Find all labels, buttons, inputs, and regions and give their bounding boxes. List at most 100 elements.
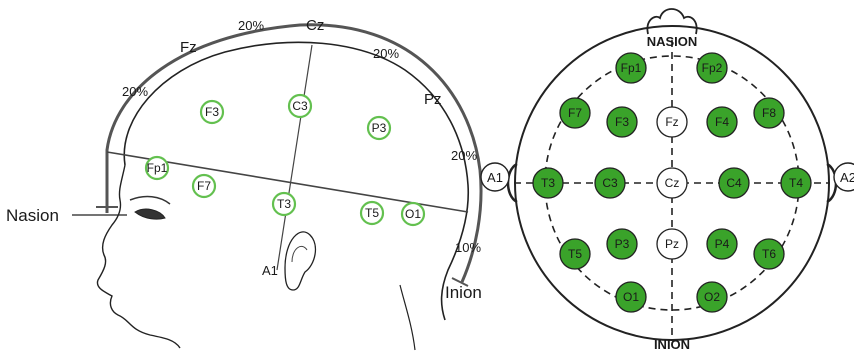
percent-label: 20%	[122, 84, 148, 99]
ear-marker-a1	[480, 162, 510, 192]
electrode-disc	[594, 167, 626, 199]
eye-shape	[134, 208, 166, 220]
electrode-label: C3	[602, 176, 618, 190]
electrode-disc	[606, 228, 638, 260]
electrode-disc	[656, 228, 688, 260]
electrode-label: Pz	[665, 237, 679, 251]
electrode-fp1: Fp1	[615, 52, 647, 84]
electrode-label: O1	[405, 207, 421, 221]
electrode-label: P3	[615, 237, 630, 251]
electrode-f7: F7	[191, 173, 217, 199]
electrode-p4: P4	[706, 228, 738, 260]
electrode-label: Fp2	[702, 61, 723, 75]
nose-shape	[646, 8, 698, 35]
electrode-label: C4	[726, 176, 742, 190]
ear-label-a1: A1	[262, 263, 278, 278]
electrode-fz: Fz	[656, 106, 688, 138]
midline-label-cz: Cz	[306, 17, 324, 34]
electrode-ring	[287, 93, 313, 119]
electrode-f3: F3	[199, 99, 225, 125]
electrode-o1: O1	[615, 281, 647, 313]
electrode-ring	[144, 155, 170, 181]
electrode-t5: T5	[359, 200, 385, 226]
electrode-cz: Cz	[656, 167, 688, 199]
electrode-disc	[706, 106, 738, 138]
inion-label: INION	[654, 337, 690, 352]
ear-shape	[284, 231, 317, 291]
face-profile	[96, 164, 181, 349]
electrode-label: T6	[762, 247, 776, 261]
electrode-disc	[696, 52, 728, 84]
electrode-disc	[780, 167, 812, 199]
electrode-label: F3	[205, 105, 219, 119]
electrode-disc	[559, 97, 591, 129]
percent-label: 20%	[238, 18, 264, 33]
electrode-label: P4	[715, 237, 730, 251]
electrode-o2: O2	[696, 281, 728, 313]
electrode-disc	[753, 238, 785, 270]
electrode-fp2: Fp2	[696, 52, 728, 84]
electrode-label: Fz	[665, 115, 678, 129]
electrode-label: T5	[365, 206, 379, 220]
brow-shape	[129, 195, 171, 205]
electrode-p3: P3	[366, 115, 392, 141]
ear-marker-a2	[833, 162, 854, 192]
electrode-disc	[615, 281, 647, 313]
neck-line	[399, 284, 416, 351]
inion-label: Inion	[445, 283, 482, 302]
electrode-f7: F7	[559, 97, 591, 129]
electrode-ring	[400, 201, 426, 227]
electrode-disc	[696, 281, 728, 313]
electrode-disc	[615, 52, 647, 84]
electrode-c3: C3	[287, 93, 313, 119]
electrode-f8: F8	[753, 97, 785, 129]
electrode-label: Fp1	[621, 61, 642, 75]
electrode-label: Fp1	[147, 161, 168, 175]
midline-label-pz: Pz	[424, 91, 442, 108]
electrode-t6: T6	[753, 238, 785, 270]
head-profile-outline	[123, 41, 470, 321]
electrode-label: F7	[197, 179, 211, 193]
electrode-ring	[199, 99, 225, 125]
percent-label: 20%	[451, 148, 477, 163]
electrode-disc	[753, 97, 785, 129]
vertical-central-line	[276, 44, 313, 271]
electrode-o1: O1	[400, 201, 426, 227]
electrode-disc	[656, 167, 688, 199]
electrode-label: F7	[568, 106, 582, 120]
midline-label-fz: Fz	[180, 39, 197, 56]
electrode-t5: T5	[559, 238, 591, 270]
electrode-label: C3	[292, 99, 308, 113]
electrode-ring	[366, 115, 392, 141]
electrode-label: O2	[704, 290, 720, 304]
electrode-disc	[706, 228, 738, 260]
electrode-p3: P3	[606, 228, 638, 260]
measurement-arc	[105, 23, 483, 283]
electrode-pz: Pz	[656, 228, 688, 260]
electrode-disc	[606, 106, 638, 138]
nasion-label: Nasion	[6, 206, 59, 225]
electrode-label: F3	[615, 115, 629, 129]
electrode-label: P3	[372, 121, 387, 135]
electrode-t3: T3	[532, 167, 564, 199]
ear-inner	[291, 246, 308, 263]
electrode-disc	[656, 106, 688, 138]
electrode-disc	[532, 167, 564, 199]
electrode-label: Cz	[665, 176, 680, 190]
electrode-fp1: Fp1	[144, 155, 170, 181]
ear-label-a1: A1	[487, 170, 503, 185]
percent-label: 20%	[373, 46, 399, 61]
electrode-c4: C4	[718, 167, 750, 199]
electrode-label: F8	[762, 106, 776, 120]
electrode-ring	[359, 200, 385, 226]
percent-label: 10%	[455, 240, 481, 255]
electrode-t3: T3	[271, 191, 297, 217]
electrode-label: F4	[715, 115, 729, 129]
electrode-f3: F3	[606, 106, 638, 138]
ear-label-a2: A2	[840, 170, 854, 185]
electrode-t4: T4	[780, 167, 812, 199]
electrode-label: O1	[623, 290, 639, 304]
